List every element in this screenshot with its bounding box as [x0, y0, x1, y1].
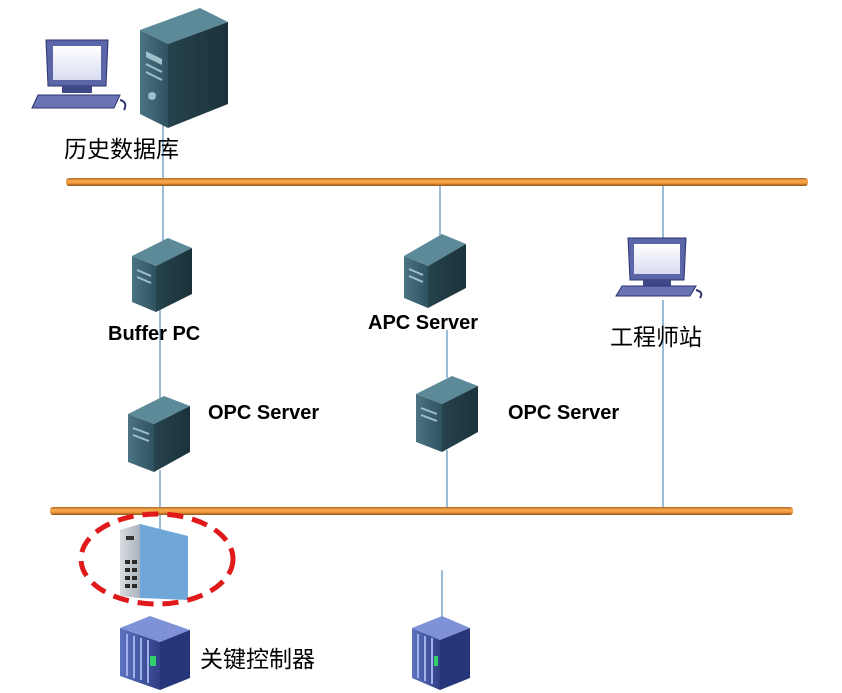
history-db-server-icon — [140, 8, 228, 128]
label-engineer-station: 工程师站 — [610, 325, 702, 351]
label-key-controller: 关键控制器 — [200, 647, 315, 673]
engineer-station-monitor-icon — [615, 237, 703, 299]
label-opc-server-left: OPC Server — [208, 402, 320, 424]
label-buffer-pc: Buffer PC — [108, 323, 201, 345]
highlight-dashed-circle — [78, 511, 236, 607]
apc-server-icon — [404, 234, 466, 308]
key-controller-left-icon — [120, 616, 190, 690]
opc-server-left-icon — [128, 396, 190, 472]
key-controller-right-icon — [412, 616, 470, 690]
opc-server-right-icon — [416, 376, 478, 452]
lower-network-bus — [50, 507, 793, 515]
history-db-monitor-icon — [31, 39, 127, 111]
buffer-pc-server-icon — [132, 238, 192, 312]
link-lines — [159, 120, 664, 618]
industrial-switch-icon — [120, 524, 188, 600]
label-opc-server-right: OPC Server — [508, 402, 620, 424]
label-apc-server: APC Server — [368, 312, 479, 334]
label-history-db: 历史数据库 — [64, 137, 179, 163]
upper-network-bus — [66, 178, 808, 186]
